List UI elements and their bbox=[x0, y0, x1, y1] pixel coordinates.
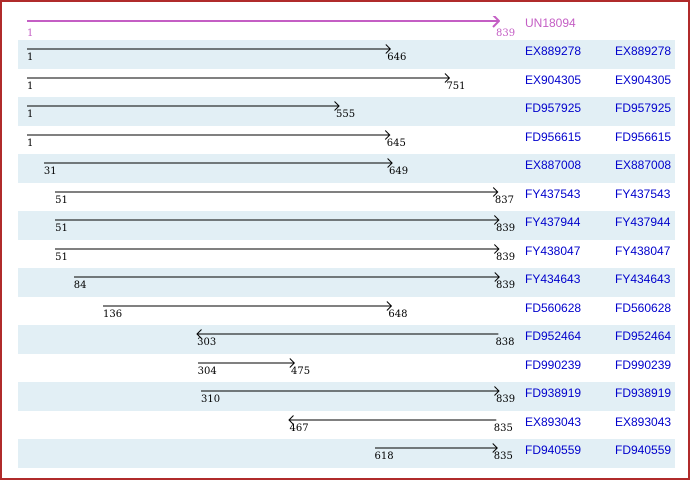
alignment-arrow bbox=[73, 272, 500, 282]
end-coord: 835 bbox=[493, 451, 513, 462]
accession-link-primary[interactable]: FD938919 bbox=[525, 386, 582, 400]
alignment-row: 1 751 EX904305 EX904305 bbox=[18, 69, 675, 98]
alignment-arrow bbox=[43, 158, 393, 168]
end-coord: 555 bbox=[336, 109, 356, 120]
accession-link-secondary[interactable]: EX904305 bbox=[615, 72, 672, 87]
accession-link-secondary[interactable]: EX887008 bbox=[615, 158, 672, 172]
alignment-row: 84 839 FY434643 FY434643 bbox=[18, 268, 675, 297]
accession-link-primary[interactable]: FY437944 bbox=[525, 215, 581, 229]
alignment-row: 618 835 FD940559 FD940559 bbox=[18, 439, 675, 468]
alignment-row: 51 839 FY438047 FY438047 bbox=[18, 240, 675, 269]
consensus-row: UN18094 1 839 bbox=[18, 12, 675, 40]
end-coord: 649 bbox=[388, 166, 409, 177]
alignment-arrow bbox=[201, 386, 500, 396]
start-coord: 618 bbox=[374, 451, 394, 462]
alignment-arrow bbox=[374, 443, 498, 453]
end-coord: 838 bbox=[495, 337, 515, 348]
start-coord: 84 bbox=[73, 280, 87, 291]
consensus-label: UN18094 bbox=[525, 16, 576, 30]
accession-link-primary[interactable]: FD940559 bbox=[525, 443, 582, 457]
alignment-row: 31 649 EX887008 EX887008 bbox=[18, 154, 675, 183]
end-coord: 648 bbox=[388, 308, 408, 320]
alignment-arrow bbox=[103, 300, 393, 311]
alignment-row: 310 839 FD938919 FD938919 bbox=[18, 382, 675, 411]
accession-link-secondary[interactable]: EX889278 bbox=[615, 44, 672, 58]
alignment-arrow bbox=[197, 357, 295, 368]
alignment-arrow bbox=[27, 72, 451, 83]
accession-link-primary[interactable]: EX893043 bbox=[525, 414, 582, 429]
accession-link-primary[interactable]: FD957925 bbox=[525, 101, 582, 115]
start-coord: 1 bbox=[27, 109, 34, 120]
alignment-row: 467 835 EX893043 EX893043 bbox=[18, 411, 675, 440]
start-coord: 136 bbox=[103, 308, 123, 320]
accession-link-secondary[interactable]: FD956615 bbox=[615, 129, 672, 144]
accession-link-primary[interactable]: FD990239 bbox=[525, 357, 582, 372]
alignment-row: 51 839 FY437944 FY437944 bbox=[18, 211, 675, 240]
start-coord: 31 bbox=[43, 166, 57, 177]
start-coord: 1 bbox=[27, 137, 34, 149]
alignment-arrow bbox=[27, 101, 340, 111]
accession-link-primary[interactable]: FD560628 bbox=[525, 300, 582, 315]
accession-link-primary[interactable]: EX887008 bbox=[525, 158, 582, 172]
end-coord: 837 bbox=[494, 194, 514, 206]
alignment-arrow bbox=[55, 243, 500, 254]
end-coord: 839 bbox=[496, 223, 516, 234]
start-coord: 1 bbox=[27, 80, 34, 92]
end-coord: 839 bbox=[496, 280, 516, 291]
alignment-arrow bbox=[27, 44, 392, 54]
accession-link-secondary[interactable]: FY438047 bbox=[615, 243, 671, 258]
start-coord: 310 bbox=[201, 394, 221, 405]
accession-link-secondary[interactable]: FY437944 bbox=[615, 215, 671, 229]
accession-link-secondary[interactable]: FD990239 bbox=[615, 357, 672, 372]
alignment-arrow bbox=[27, 129, 391, 140]
consensus-end-coord: 839 bbox=[496, 28, 516, 39]
end-coord: 839 bbox=[496, 394, 516, 405]
end-coord: 835 bbox=[493, 422, 513, 434]
consensus-arrow bbox=[27, 16, 500, 28]
accession-link-primary[interactable]: FY438047 bbox=[525, 243, 581, 258]
accession-link-secondary[interactable]: FD938919 bbox=[615, 386, 672, 400]
start-coord: 51 bbox=[55, 251, 68, 263]
start-coord: 303 bbox=[197, 337, 217, 348]
accession-link-secondary[interactable]: EX893043 bbox=[615, 414, 672, 429]
accession-link-secondary[interactable]: FD952464 bbox=[615, 329, 672, 343]
alignment-row: 1 645 FD956615 FD956615 bbox=[18, 126, 675, 155]
accession-link-primary[interactable]: FD956615 bbox=[525, 129, 582, 144]
alignment-arrow bbox=[196, 329, 499, 339]
start-coord: 467 bbox=[289, 422, 309, 434]
start-coord: 51 bbox=[55, 223, 68, 234]
start-coord: 1 bbox=[27, 52, 34, 63]
end-coord: 646 bbox=[387, 52, 407, 63]
accession-link-secondary[interactable]: FD560628 bbox=[615, 300, 672, 315]
consensus-start-coord: 1 bbox=[27, 28, 34, 39]
alignment-row: 136 648 FD560628 FD560628 bbox=[18, 297, 675, 326]
alignment-row: 1 555 FD957925 FD957925 bbox=[18, 97, 675, 126]
alignment-row: 51 837 FY437543 FY437543 bbox=[18, 183, 675, 212]
alignment-arrow bbox=[288, 414, 497, 425]
accession-link-primary[interactable]: FY437543 bbox=[525, 186, 581, 201]
accession-link-primary[interactable]: EX889278 bbox=[525, 44, 582, 58]
start-coord: 51 bbox=[55, 194, 68, 206]
accession-link-primary[interactable]: FY434643 bbox=[525, 272, 581, 286]
end-coord: 839 bbox=[496, 251, 516, 263]
accession-link-secondary[interactable]: FD940559 bbox=[615, 443, 672, 457]
alignment-arrow bbox=[55, 215, 500, 225]
alignment-arrow bbox=[55, 186, 499, 197]
accession-link-secondary[interactable]: FD957925 bbox=[615, 101, 672, 115]
alignment-row: 304 475 FD990239 FD990239 bbox=[18, 354, 675, 383]
alignment-row: 303 838 FD952464 FD952464 bbox=[18, 325, 675, 354]
end-coord: 751 bbox=[446, 80, 466, 92]
accession-link-secondary[interactable]: FY434643 bbox=[615, 272, 671, 286]
accession-link-primary[interactable]: EX904305 bbox=[525, 72, 582, 87]
end-coord: 475 bbox=[290, 365, 311, 377]
start-coord: 304 bbox=[197, 365, 217, 377]
end-coord: 645 bbox=[386, 137, 406, 149]
accession-link-primary[interactable]: FD952464 bbox=[525, 329, 582, 343]
alignment-row: 1 646 EX889278 EX889278 bbox=[18, 40, 675, 69]
accession-link-secondary[interactable]: FY437543 bbox=[615, 186, 671, 201]
